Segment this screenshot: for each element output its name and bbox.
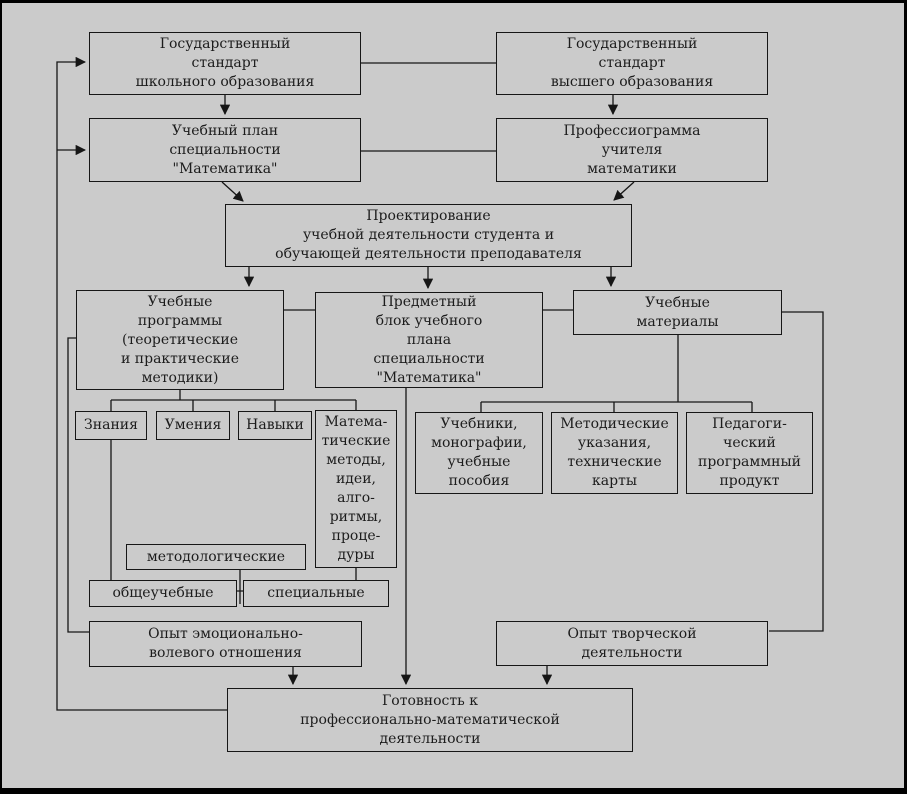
node-umenia: Умения (156, 411, 230, 440)
node-metodologicheskie: методологические (126, 544, 306, 570)
edge-professiogram-to-design (613, 181, 635, 201)
node-training-materials: Учебные материалы (573, 290, 782, 335)
node-gotovnost: Готовность к профессионально-математичес… (227, 688, 633, 752)
edge-materials-to-opyt-tvorch (769, 311, 824, 632)
node-uchebniki: Учебники, монографии, учебные пособия (415, 412, 543, 494)
edge-programs-children-tree (110, 390, 357, 411)
node-state-standard-higher: Государственный стандарт высшего образов… (496, 32, 768, 95)
edge-curriculum-to-design (221, 181, 244, 202)
node-pedagogical-product: Педагоги- ческий программный продукт (686, 412, 813, 494)
node-znania: Знания (75, 411, 147, 440)
node-opyt-emotional: Опыт эмоционально- волевого отношения (89, 621, 362, 667)
node-training-programs: Учебные программы (теоретические и практ… (76, 290, 284, 390)
edge-metodologicheskie-split (237, 570, 244, 604)
node-metodicheskie-ukazaniya: Методические указания, технические карты (551, 412, 678, 494)
node-math-methods: Матема- тические методы, идеи, алго- рит… (315, 410, 397, 568)
edge-programs-to-opyt-emoc (67, 337, 89, 633)
node-subject-block: Предметный блок учебного плана специальн… (315, 292, 543, 388)
node-state-standard-school: Государственный стандарт школьного образ… (89, 32, 361, 95)
node-curriculum-mathematics: Учебный план специальности "Математика" (89, 118, 361, 182)
node-navyki: Навыки (238, 411, 312, 440)
node-professiogram-teacher: Профессиограмма учителя математики (496, 118, 768, 182)
node-opyt-creative: Опыт творческой деятельности (496, 621, 768, 666)
edge-materials-children-tree (480, 335, 753, 412)
node-specialnye: специальные (243, 580, 389, 607)
edge-feedback-to-std-school (56, 56, 227, 711)
node-design-activity: Проектирование учебной деятельности студ… (225, 204, 632, 267)
node-obshcheuchebnye: общеучебные (89, 580, 237, 607)
